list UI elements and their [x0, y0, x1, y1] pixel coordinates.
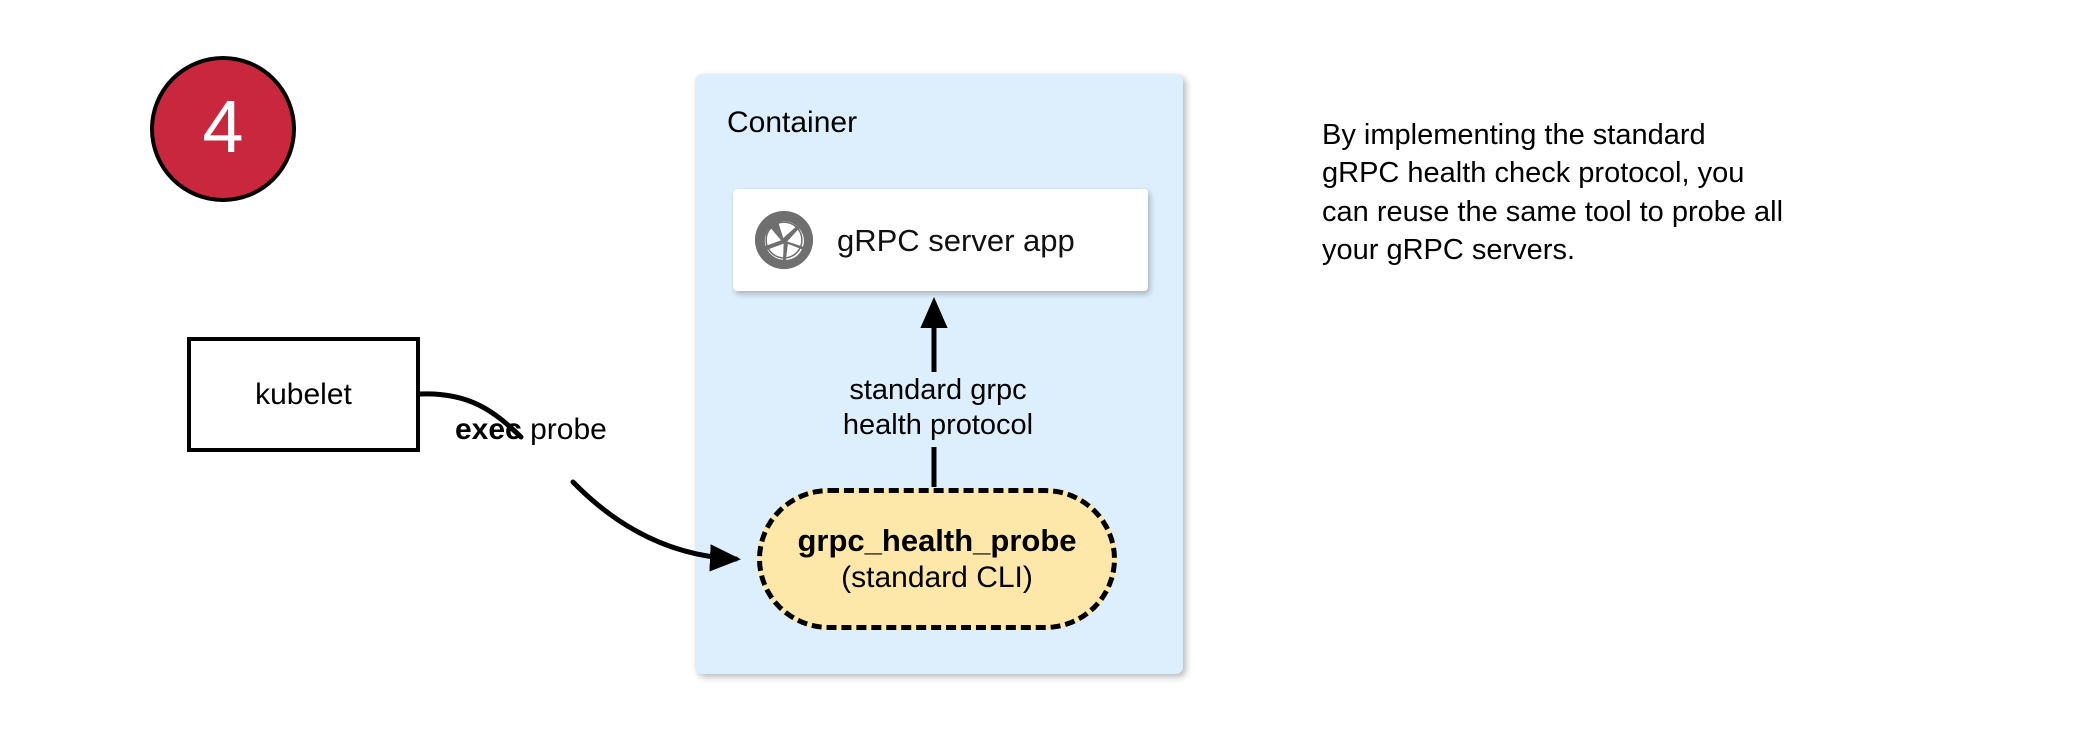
- step-number-badge: 4: [150, 56, 296, 202]
- exec-probe-edge-label-rest: probe: [521, 413, 607, 446]
- annotation-line-1: By implementing the standard: [1322, 119, 1706, 151]
- annotation-text: By implementing the standard gRPC health…: [1322, 116, 1902, 269]
- grpc-health-probe-box: grpc_health_probe (standard CLI): [757, 488, 1117, 630]
- exec-probe-edge-label: exec probe: [455, 415, 607, 445]
- step-number-label: 4: [202, 85, 244, 168]
- annotation-line-2: gRPC health check protocol, you: [1322, 157, 1745, 190]
- container-label: Container: [727, 106, 858, 139]
- grpc-server-app-label: gRPC server app: [837, 222, 1075, 258]
- grpc-health-probe-subtitle: (standard CLI): [841, 560, 1033, 594]
- grpc-server-app-card: gRPC server app: [733, 189, 1148, 291]
- kubelet-label: kubelet: [255, 377, 352, 411]
- health-protocol-edge-label-line1: standard grpc: [849, 374, 1027, 406]
- health-protocol-edge-label-line2: health protocol: [842, 409, 1034, 442]
- annotation-line-4: your gRPC servers.: [1322, 233, 1576, 266]
- health-protocol-edge-label: standard grpc health protocol: [828, 373, 1048, 444]
- exec-probe-edge-label-bold: exec: [455, 413, 522, 446]
- aperture-icon: [754, 210, 814, 270]
- annotation-line-3: can reuse the same tool to probe all: [1322, 195, 1784, 228]
- grpc-health-probe-title: grpc_health_probe: [797, 522, 1077, 558]
- kubelet-box: kubelet: [187, 337, 420, 452]
